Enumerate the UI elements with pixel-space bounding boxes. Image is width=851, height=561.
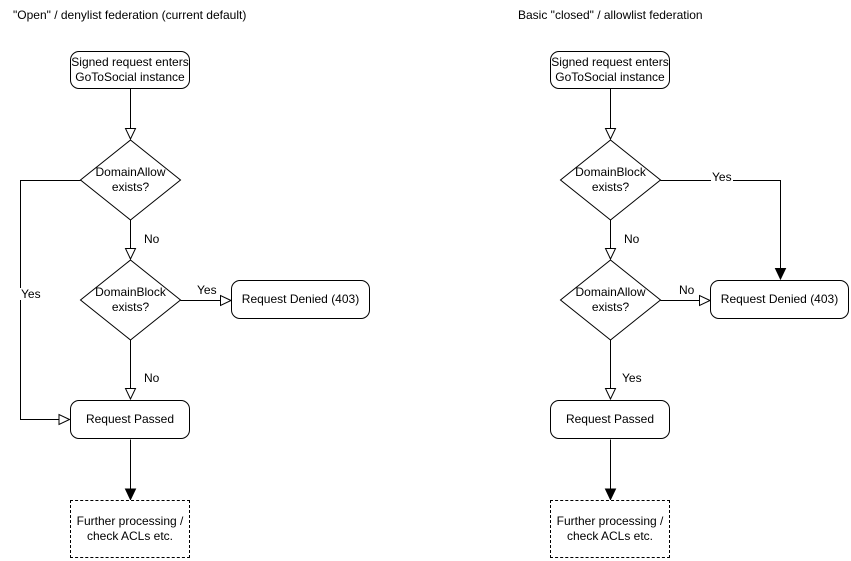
- arrowhead-open-icon: [58, 413, 71, 426]
- right-further-processing-node: Further processing / check ACLs etc.: [550, 500, 670, 558]
- arrowhead-open-icon: [220, 294, 233, 307]
- arrowhead-open-icon: [604, 128, 617, 141]
- right-label-decision2-no: No: [678, 283, 696, 297]
- left-decision1-diamond-shape: [79, 139, 182, 221]
- right-label-decision2-yes: Yes: [621, 371, 643, 385]
- left-edge-decision1-yes: [20, 180, 81, 420]
- left-denied-node: Request Denied (403): [231, 280, 370, 319]
- right-start-node: Signed request enters GoToSocial instanc…: [550, 51, 670, 89]
- arrowhead-open-icon: [124, 128, 137, 141]
- right-start-label: Signed request enters GoToSocial instanc…: [551, 55, 669, 84]
- left-passed-node: Request Passed: [70, 400, 190, 439]
- right-decision2-diamond-shape: [559, 259, 662, 341]
- left-start-node: Signed request enters GoToSocial instanc…: [70, 51, 190, 89]
- right-label-decision1-no: No: [623, 232, 641, 246]
- right-label-decision1-yes: Yes: [711, 170, 733, 184]
- left-further-label: Further processing / check ACLs etc.: [76, 514, 184, 543]
- right-diagram-title: Basic "closed" / allowlist federation: [518, 8, 703, 22]
- right-further-label: Further processing / check ACLs etc.: [556, 514, 664, 543]
- left-label-decision2-yes: Yes: [196, 283, 218, 297]
- arrowhead-filled-icon: [124, 488, 137, 501]
- arrowhead-open-icon: [604, 248, 617, 261]
- left-label-decision1-no: No: [143, 232, 161, 246]
- left-label-decision2-no: No: [143, 371, 161, 385]
- right-denied-node: Request Denied (403): [710, 280, 849, 319]
- left-diagram-title: "Open" / denylist federation (current de…: [13, 8, 247, 22]
- right-passed-node: Request Passed: [550, 400, 670, 439]
- arrowhead-open-icon: [124, 388, 137, 401]
- left-further-processing-node: Further processing / check ACLs etc.: [70, 500, 190, 558]
- arrowhead-open-icon: [699, 294, 712, 307]
- left-decision2-diamond-shape: [79, 259, 182, 341]
- arrowhead-filled-icon: [604, 488, 617, 501]
- left-label-decision1-yes: Yes: [20, 287, 42, 301]
- right-edge-decision1-yes: [660, 180, 781, 269]
- arrowhead-filled-icon: [774, 268, 787, 281]
- arrowhead-open-icon: [124, 248, 137, 261]
- arrowhead-open-icon: [604, 388, 617, 401]
- right-decision1-diamond-shape: [559, 139, 662, 221]
- left-start-label: Signed request enters GoToSocial instanc…: [71, 55, 189, 84]
